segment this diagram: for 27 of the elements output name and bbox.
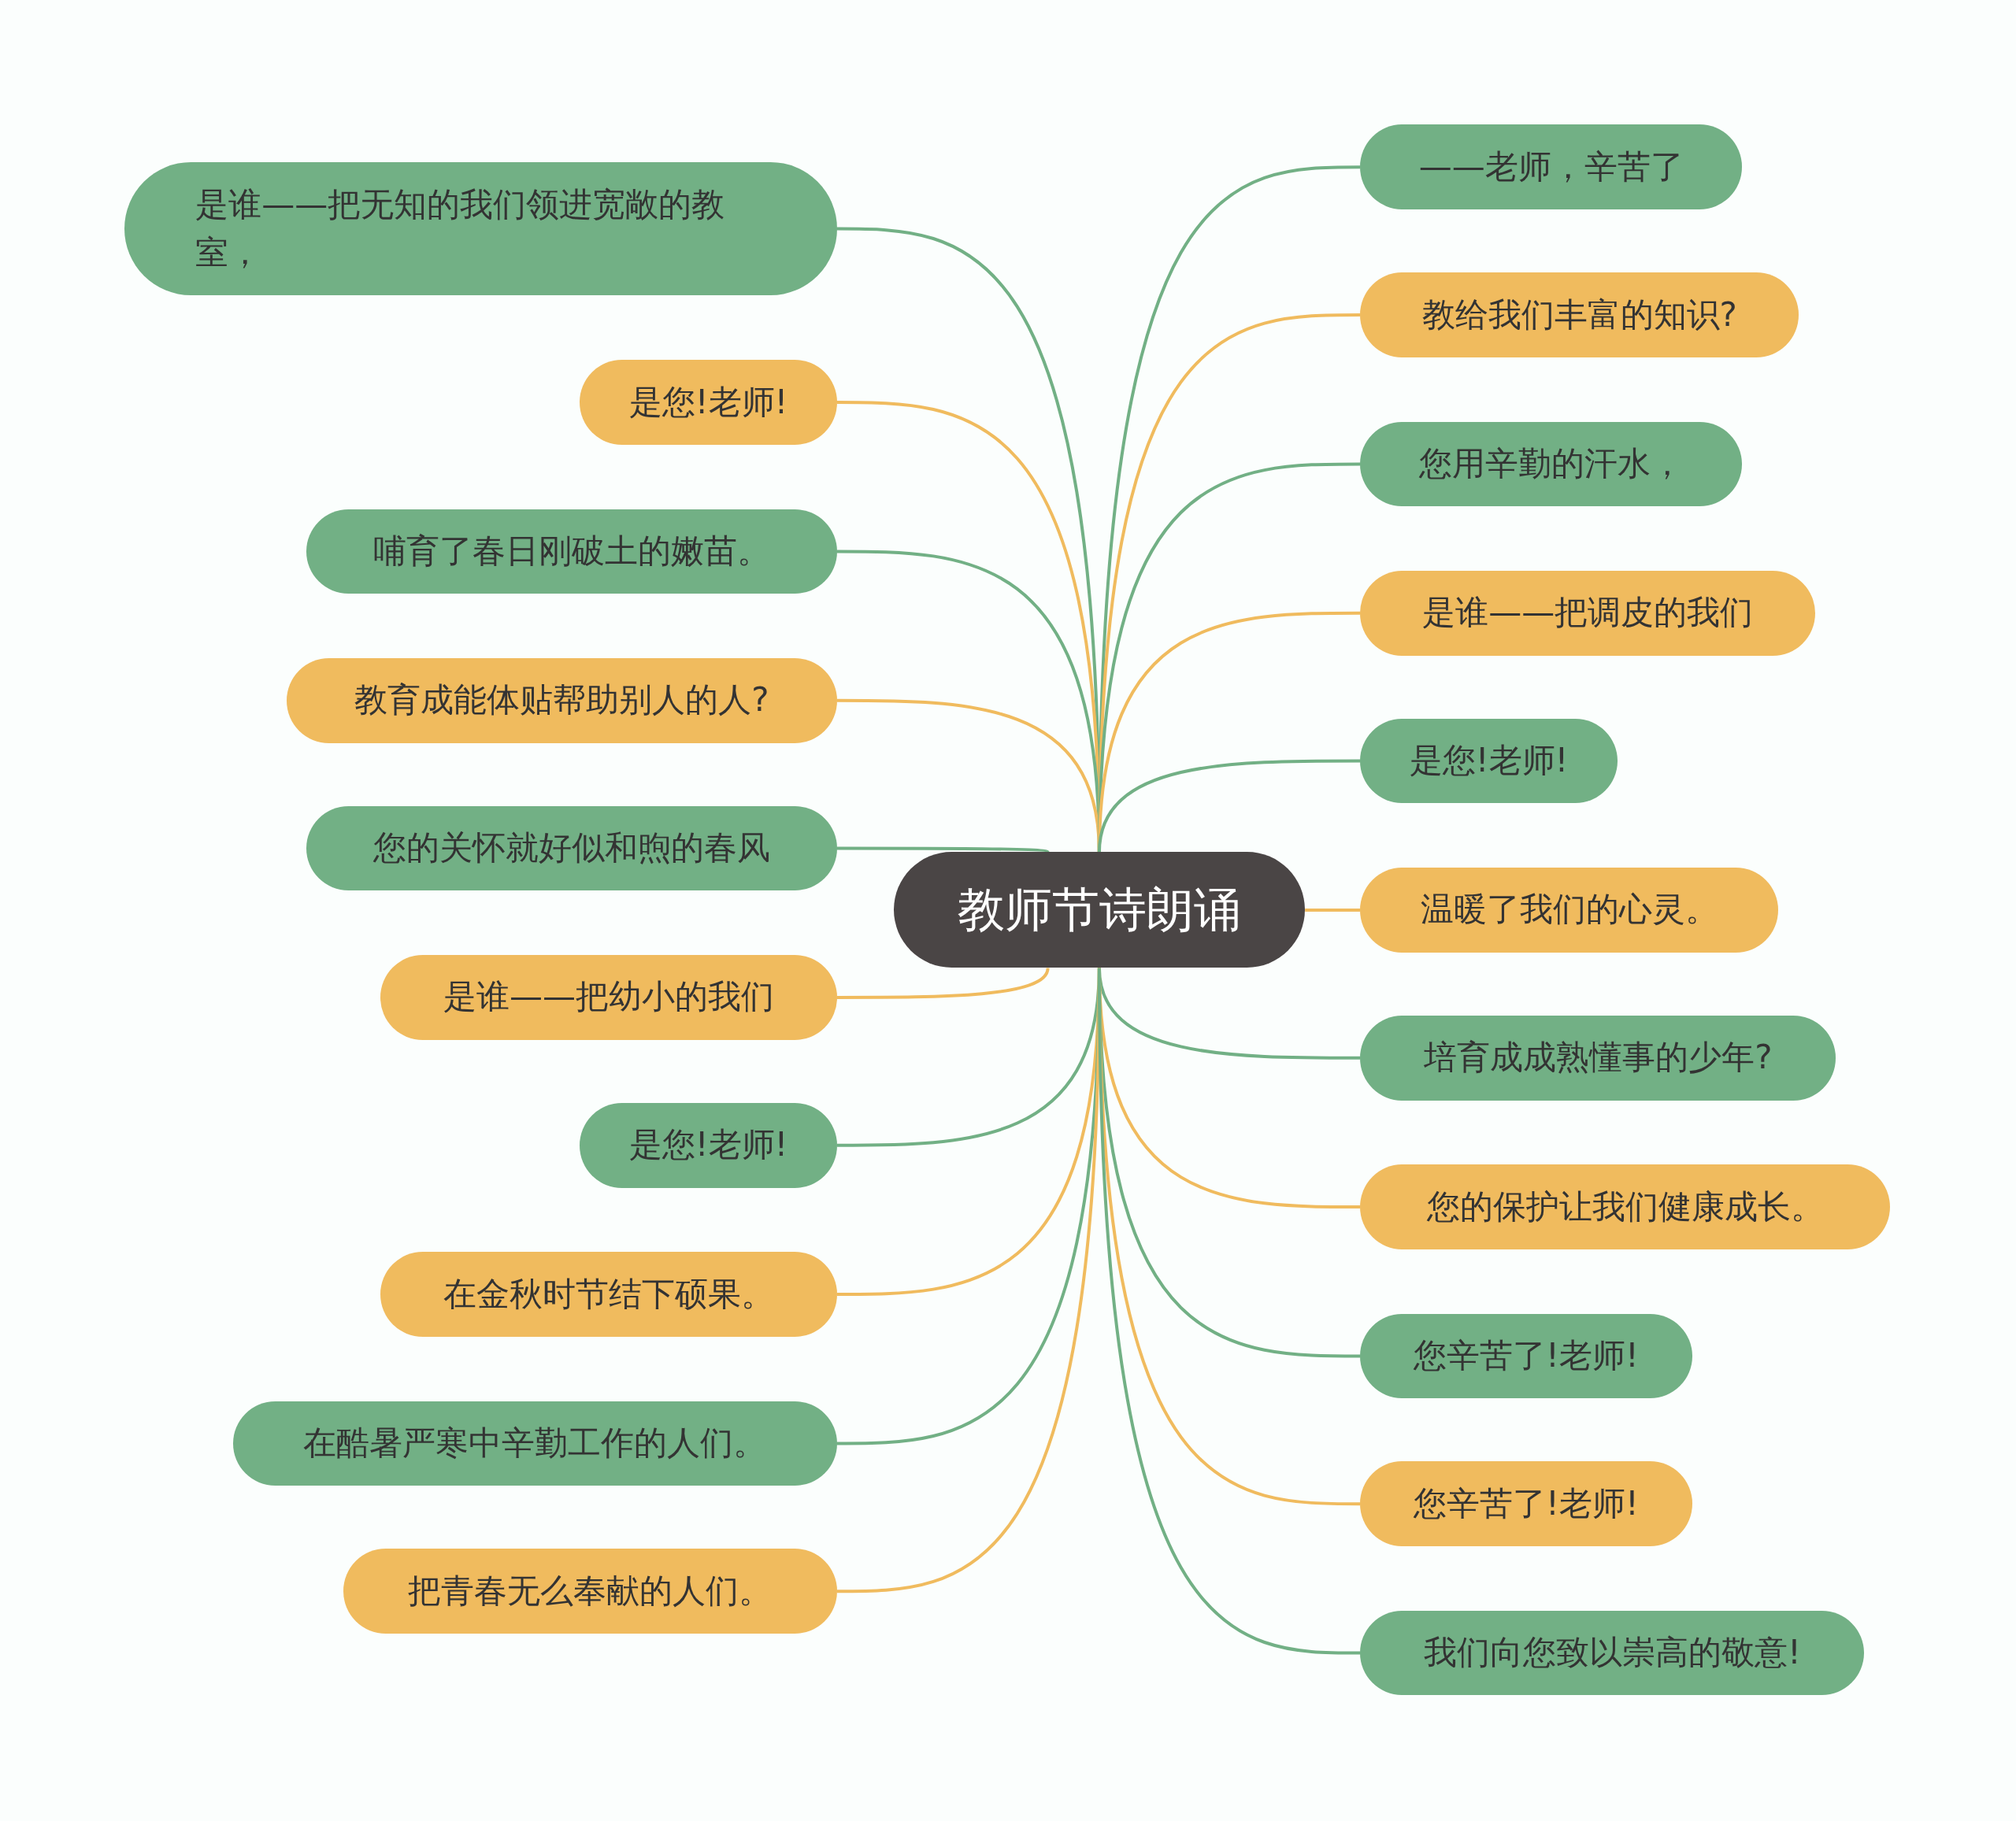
topic-box: 您的保护让我们健康成长。 [1360,1164,1890,1249]
topic-box: ——老师，辛苦了 [1360,124,1743,210]
topic-box: 在酷暑严寒中辛勤工作的人们。 [232,1401,837,1486]
central-topic-box: 教师节诗朗诵 [893,852,1306,968]
connector-line [1097,968,1361,1655]
connector-line [836,967,1050,999]
topic-box: 温暖了我们的心灵。 [1360,868,1778,953]
topic-box: 您辛苦了!老师! [1360,1313,1692,1399]
topic-box: 您用辛勤的汗水， [1360,421,1743,507]
topic-box: 您辛苦了!老师! [1360,1461,1692,1547]
topic-box: 教育成能体贴帮助别人的人? [287,657,837,743]
topic-box: 是您!老师! [1360,718,1618,804]
connector-line [836,846,1049,854]
topic-box: 培育成成熟懂事的少年? [1360,1015,1836,1101]
topic-box: 是谁——把无知的我们领进宽敞的教室， [124,161,837,296]
topic-box: 是您!老师! [580,360,837,445]
topic-box: 把青春无么奉献的人们。 [343,1549,837,1634]
topic-box: 是您!老师! [580,1102,837,1188]
connector-line [1305,908,1361,912]
topic-box: 是谁——把幼小的我们 [380,955,837,1040]
topic-box: 您的关怀就好似和煦的春风 [306,805,837,891]
connector-line [1097,759,1361,853]
topic-box: 在金秋时节结下硕果。 [380,1252,837,1337]
topic-box: 哺育了春日刚破土的嫩苗。 [306,509,837,594]
topic-box: 教给我们丰富的知识? [1360,272,1799,357]
topic-box: 我们向您致以崇高的敬意! [1360,1610,1865,1696]
topic-box: 是谁——把调皮的我们 [1360,570,1816,656]
